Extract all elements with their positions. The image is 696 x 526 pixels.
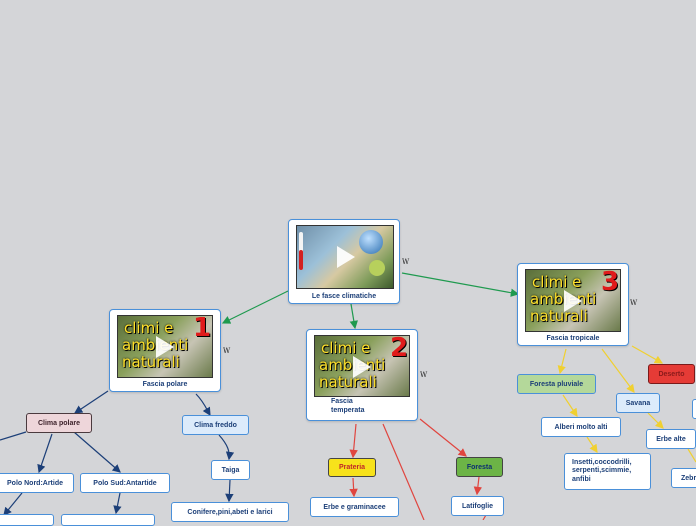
edge-polare-climapolare — [74, 390, 109, 414]
edge-savana-erbealte — [647, 412, 664, 429]
edge-freddo-taiga — [218, 434, 235, 461]
card-fascia-polare[interactable]: climi e ambienti naturali 1 Fascia polar… — [109, 309, 221, 392]
edge-temperata-foresta — [419, 418, 467, 457]
polare-label: Fascia polare — [142, 381, 188, 388]
globe-icon — [359, 230, 383, 254]
edge-foresta-latifoglie — [473, 476, 483, 496]
root-video-card[interactable]: Le fasce climatiche — [288, 219, 400, 304]
play-icon[interactable] — [337, 246, 355, 268]
edge-tropicale-pluviale — [557, 348, 567, 375]
temperata-number: 2 — [390, 335, 409, 363]
node-clima-freddo[interactable]: Clima freddo — [182, 415, 249, 435]
root-label: Le fasce climatiche — [311, 293, 377, 300]
temperata-video-caption-1: climi e — [321, 339, 371, 357]
root-video-thumbnail[interactable] — [296, 225, 394, 289]
edge-polare-climafreddo — [195, 393, 211, 417]
polare-number: 1 — [193, 315, 212, 343]
node-deserto[interactable]: Deserto — [648, 364, 695, 384]
node-polo-sud[interactable]: Polo Sud:Antartide — [80, 473, 170, 493]
play-icon[interactable] — [564, 290, 582, 312]
edge-climapolare-left — [0, 431, 27, 441]
edge-root-polare — [221, 290, 289, 324]
temperata-label: Fascia temperata — [331, 398, 365, 414]
edge-pluviale-alberi — [562, 394, 578, 417]
node-prateria[interactable]: Prateria — [328, 458, 376, 477]
node-insetti[interactable]: Insetti,coccodrilli, serpenti,scimmie, a… — [564, 453, 651, 490]
play-icon[interactable] — [353, 356, 371, 378]
node-erbe-alte[interactable]: Erbe alte — [646, 429, 696, 449]
node-clima-polare[interactable]: Clima polare — [26, 413, 92, 433]
edge-prateria-erbe — [349, 477, 358, 498]
tropicale-number: 3 — [601, 269, 620, 297]
polare-video-thumbnail[interactable]: climi e ambienti naturali 1 — [117, 315, 213, 378]
node-offscreen-sud-child[interactable] — [61, 514, 155, 526]
temperata-wiki-icon[interactable]: W — [420, 371, 428, 379]
tropicale-wiki-icon[interactable]: W — [630, 299, 638, 307]
fruit-icon — [369, 260, 385, 276]
edge-tropicale-deserto — [631, 345, 664, 364]
tropicale-label: Fascia tropicale — [546, 335, 600, 342]
edge-temperata-down — [382, 423, 425, 520]
node-zebre[interactable]: Zebre — [671, 468, 696, 488]
node-latifoglie[interactable]: Latifoglie — [451, 496, 504, 516]
edge-climapolare-sud — [73, 431, 121, 473]
polare-video-caption-1: climi e — [124, 319, 174, 337]
edge-nord-down — [3, 492, 23, 516]
edge-alberi-insetti — [586, 436, 598, 453]
node-offscreen-left[interactable] — [0, 514, 54, 526]
node-alberi-alti[interactable]: Alberi molto alti — [541, 417, 621, 437]
node-foresta-pluviale[interactable]: Foresta pluviale — [517, 374, 596, 394]
edge-taiga-conifere — [225, 479, 234, 503]
edge-tropicale-savana — [601, 348, 635, 393]
card-fascia-tropicale[interactable]: climi e ambienti naturali 3 Fascia tropi… — [517, 263, 629, 346]
polare-wiki-icon[interactable]: W — [223, 347, 231, 355]
root-wiki-icon[interactable]: W — [402, 258, 410, 266]
edge-root-temperata — [349, 303, 358, 330]
node-polo-nord[interactable]: Polo Nord:Artide — [0, 473, 74, 493]
node-erbe-graminacee[interactable]: Erbe e graminacee — [310, 497, 399, 517]
play-icon[interactable] — [156, 336, 174, 358]
node-offscreen-right[interactable] — [692, 399, 696, 419]
edge-sud-down — [113, 492, 122, 515]
edge-root-tropicale — [401, 272, 520, 297]
node-taiga[interactable]: Taiga — [211, 460, 250, 480]
node-conifere[interactable]: Conifere,pini,abeti e larici — [171, 502, 289, 522]
edge-erbealte-zebre — [687, 448, 696, 463]
tropicale-video-thumbnail[interactable]: climi e ambienti naturali 3 — [525, 269, 621, 332]
thermometer-icon — [299, 232, 303, 270]
temperata-video-thumbnail[interactable]: climi e ambienti naturali 2 — [314, 335, 410, 397]
tropicale-video-caption-1: climi e — [532, 273, 582, 291]
edge-temperata-prateria — [349, 423, 358, 459]
node-savana[interactable]: Savana — [616, 393, 660, 413]
node-foresta[interactable]: Foresta — [456, 457, 503, 477]
card-fascia-temperata[interactable]: climi e ambienti naturali 2 Fascia tempe… — [306, 329, 418, 421]
edge-climapolare-nord — [37, 433, 53, 474]
